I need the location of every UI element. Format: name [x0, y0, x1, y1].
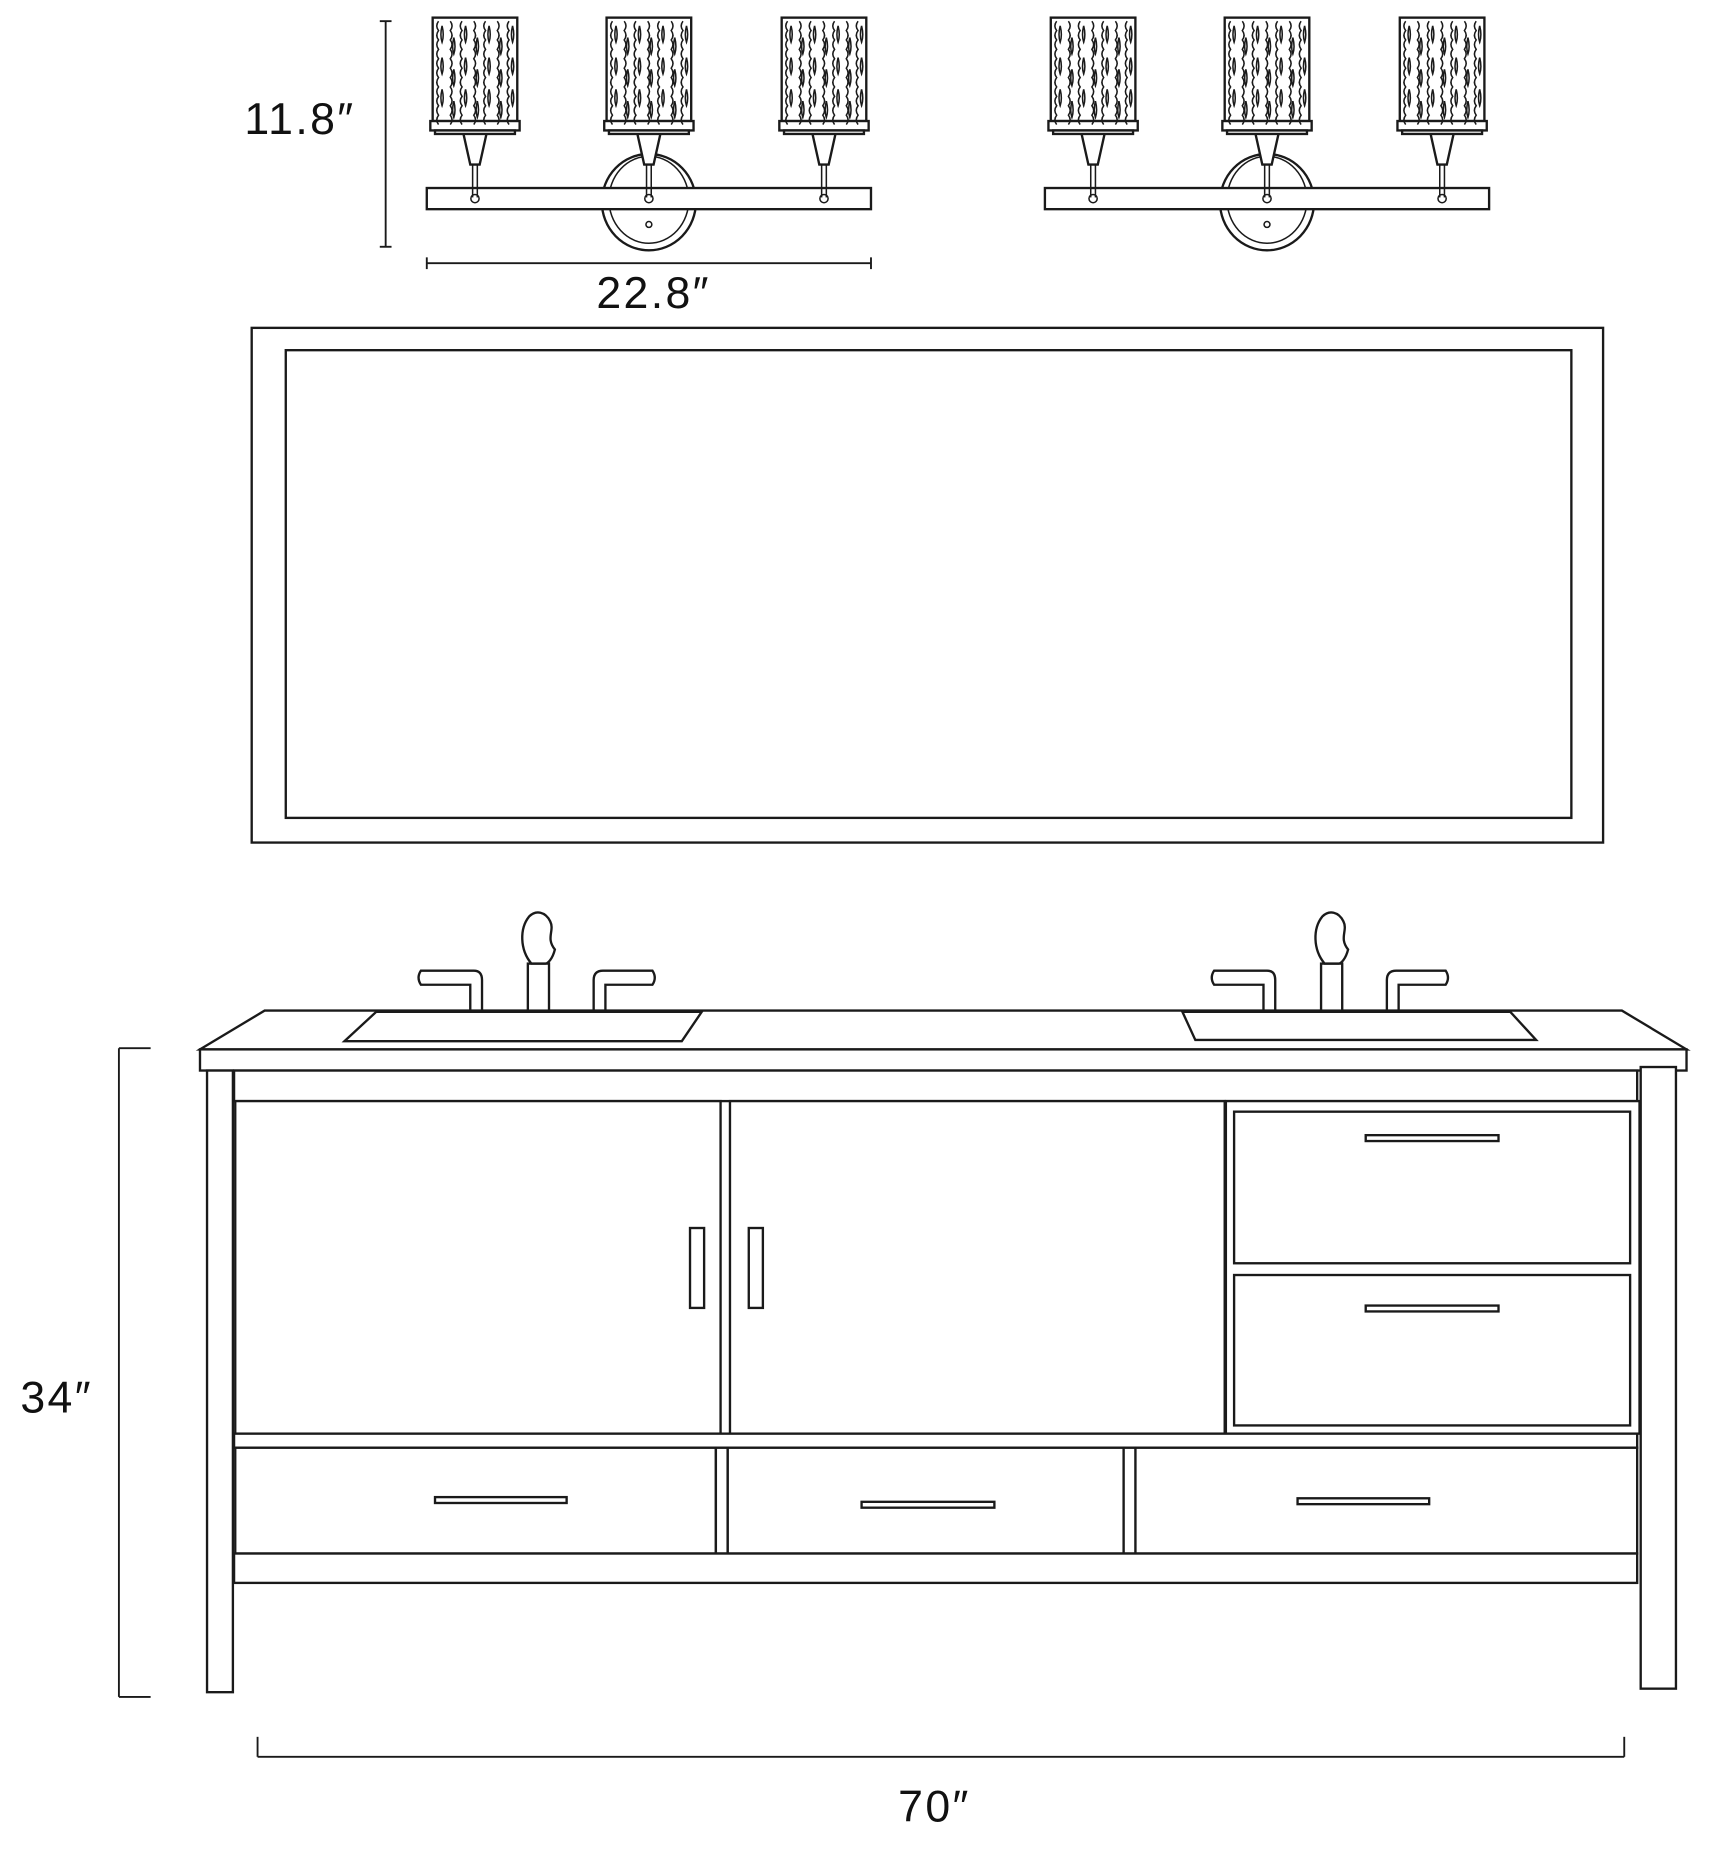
drawer — [1232, 1273, 1632, 1427]
faucets — [417, 911, 1450, 1012]
sconce-width-dimension: 22.8″ — [425, 257, 872, 318]
faucet — [1210, 911, 1450, 1012]
faucet — [417, 911, 656, 1012]
mirror — [250, 326, 1605, 844]
shade — [778, 16, 870, 204]
vanity-height-dimension: 34″ — [20, 1047, 151, 1698]
shade — [603, 16, 695, 204]
shade — [1396, 16, 1488, 204]
vanity-width-label: 70″ — [898, 1782, 971, 1831]
leg-right — [1639, 1065, 1678, 1690]
sconce-width-label: 22.8″ — [596, 269, 710, 318]
vanity — [195, 911, 1691, 1694]
sconce-height-label: 11.8″ — [244, 95, 355, 144]
sink-left — [341, 1010, 704, 1043]
bar — [425, 186, 873, 211]
sink-right — [1180, 1010, 1539, 1042]
leg-left — [205, 1069, 235, 1694]
sconces — [425, 16, 1491, 252]
vanity-width-dimension: 70″ — [256, 1736, 1626, 1831]
shade — [1221, 16, 1313, 204]
sconce-height-dimension: 11.8″ — [244, 20, 392, 248]
sconce — [425, 16, 873, 252]
door-right — [728, 1099, 1226, 1435]
sconce — [1043, 16, 1491, 252]
shade — [429, 16, 521, 204]
bar — [1043, 186, 1491, 211]
door-left — [234, 1099, 722, 1435]
shade — [1047, 16, 1139, 204]
vanity-height-label: 34″ — [20, 1374, 93, 1423]
